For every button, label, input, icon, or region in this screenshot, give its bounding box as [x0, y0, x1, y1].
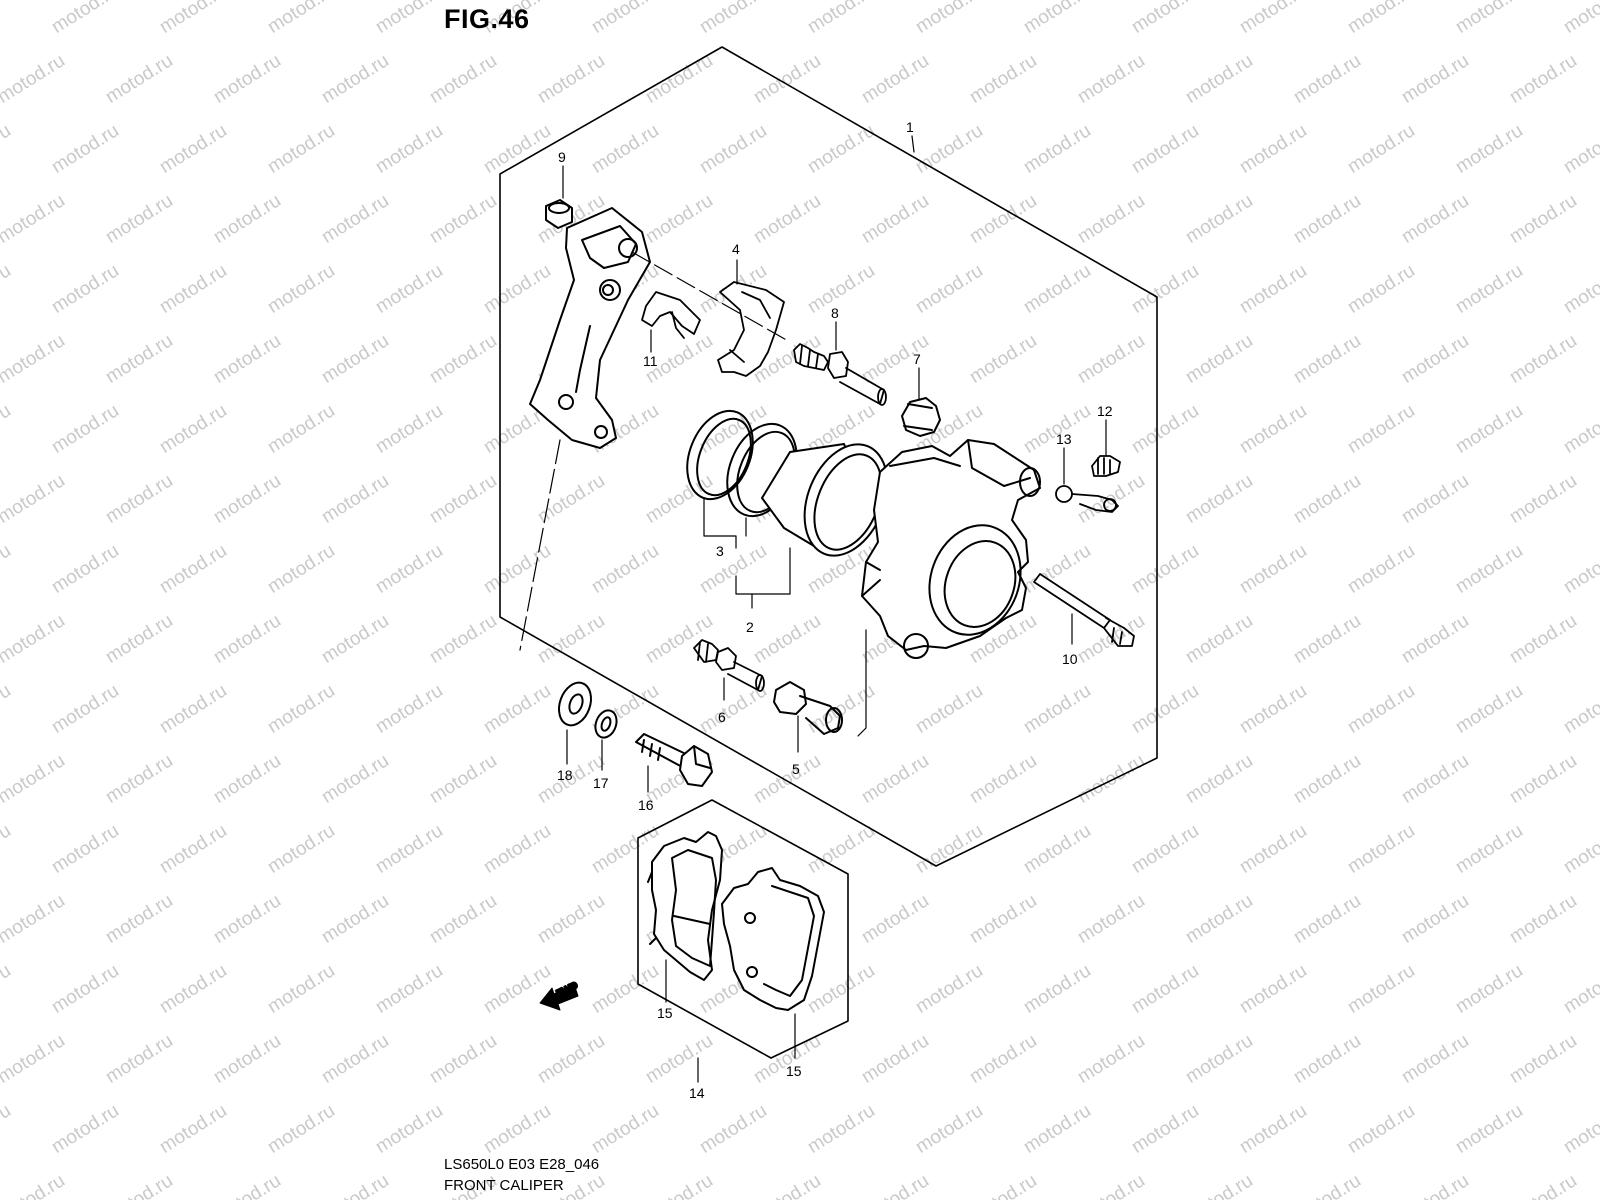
caliper-bracket: [529, 207, 651, 449]
callout-11: 11: [643, 353, 658, 369]
callout-3: 3: [716, 543, 724, 559]
leader-lines: [519, 135, 1107, 1083]
washer-18: [558, 681, 592, 727]
callout-12: 12: [1097, 403, 1113, 419]
nut-9: [545, 199, 573, 229]
callout-16: 16: [638, 797, 654, 813]
callout-18: 18: [557, 767, 573, 783]
callout-6: 6: [718, 709, 726, 725]
pad-pin-10: [1033, 573, 1135, 647]
callout-13: 13: [1056, 431, 1072, 447]
callout-labels: 1 2 3 4 5 6 7 8 9 10 11 12 13 14 15 15 1…: [557, 119, 1113, 1101]
callout-5: 5: [792, 761, 800, 777]
fwd-arrow-icon: [539, 983, 579, 1011]
bolt-16: [635, 733, 713, 787]
plug-bolt-5: [773, 681, 843, 735]
callout-17: 17: [593, 775, 609, 791]
callout-8: 8: [831, 305, 839, 321]
figure-name: FRONT CALIPER: [444, 1177, 564, 1194]
callout-2: 2: [746, 619, 754, 635]
brake-pad-15-right: [721, 867, 825, 1011]
callout-9: 9: [558, 149, 566, 165]
lock-washer-17: [594, 709, 618, 739]
bleeder-cap-13: [1055, 485, 1119, 513]
brake-pad-15-left: [647, 831, 723, 981]
bleeder-12: [1091, 455, 1121, 477]
caliper-bolt-6: [693, 639, 765, 692]
piston-2: [761, 443, 889, 557]
pad-retainer-4: [717, 281, 785, 377]
caliper-body: [861, 439, 1041, 659]
figure-title: FIG.46: [444, 4, 530, 34]
assembly-outline: [499, 46, 1158, 867]
callout-4: 4: [732, 241, 740, 257]
callout-10: 10: [1062, 651, 1078, 667]
caliper-pin-8: [793, 343, 887, 406]
figure-code: LS650L0 E03 E28_046: [444, 1156, 600, 1173]
callout-15-right: 15: [786, 1063, 802, 1079]
pad-spring-11: [641, 291, 701, 339]
callout-7: 7: [913, 351, 921, 367]
pad-set-outline: [637, 799, 849, 1059]
callout-14: 14: [689, 1085, 705, 1101]
callout-15-left: 15: [657, 1005, 673, 1021]
callout-1: 1: [906, 119, 914, 135]
boot-7: [901, 397, 941, 437]
